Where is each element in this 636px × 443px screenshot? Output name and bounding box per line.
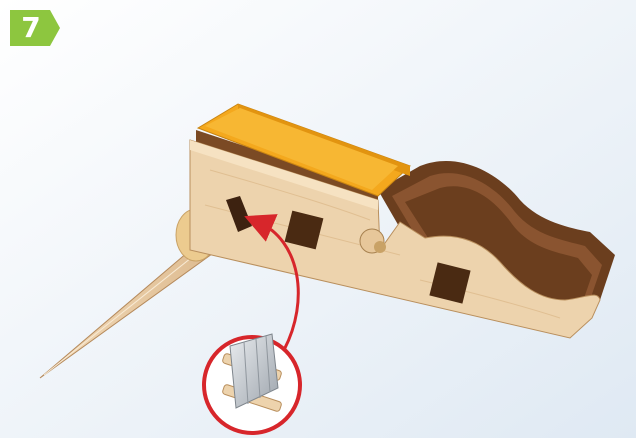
step-number: 7 [10, 10, 52, 46]
step-badge: 7 [10, 10, 60, 46]
detail-callout [204, 334, 300, 433]
